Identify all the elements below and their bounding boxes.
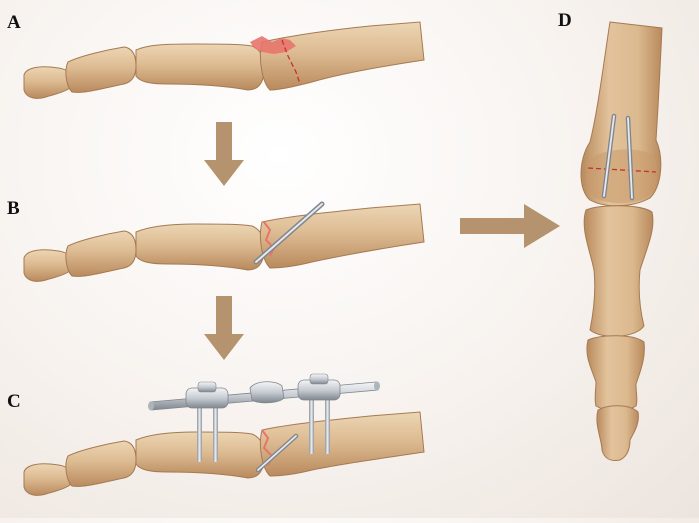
panel-label-c: C	[7, 391, 21, 412]
d-fracture-line	[587, 167, 657, 173]
c-distal-phalanx	[23, 463, 71, 496]
arrow-b-to-c	[204, 296, 244, 360]
a-middle-phalanx	[65, 46, 137, 93]
d-distal-phalanx	[596, 405, 639, 461]
c-middle-phalanx	[65, 440, 137, 487]
a-fracture-fragment	[250, 36, 296, 54]
c-fixator-coupling	[249, 381, 285, 404]
a-proximal-phalanx	[135, 43, 265, 91]
panel-d-finger	[580, 21, 663, 461]
b-proximal-phalanx	[135, 223, 265, 271]
c-fixator-pin-3	[309, 392, 314, 454]
arrow-a-to-b	[204, 122, 244, 186]
c-fixator-pin-1	[197, 398, 202, 462]
panel-a-finger	[23, 21, 425, 99]
panel-label-d: D	[558, 10, 572, 31]
d-middle-phalanx	[586, 335, 645, 411]
a-fracture-line	[281, 39, 301, 85]
c-fixator-pin-2	[213, 398, 218, 462]
d-metacarpal-head-shade	[586, 149, 657, 204]
panel-b-finger	[23, 201, 425, 282]
b-middle-phalanx	[65, 230, 137, 277]
b-distal-phalanx	[23, 249, 71, 282]
c-external-fixator	[148, 373, 380, 462]
c-fixator-pin-4	[325, 392, 330, 454]
arrow-b-to-d	[460, 204, 560, 248]
panel-label-b: B	[7, 198, 20, 219]
d-proximal-phalanx	[583, 205, 654, 337]
panel-c-finger	[23, 373, 425, 496]
panel-label-a: A	[7, 12, 21, 33]
a-metacarpal	[259, 21, 425, 91]
a-distal-phalanx	[23, 66, 71, 99]
